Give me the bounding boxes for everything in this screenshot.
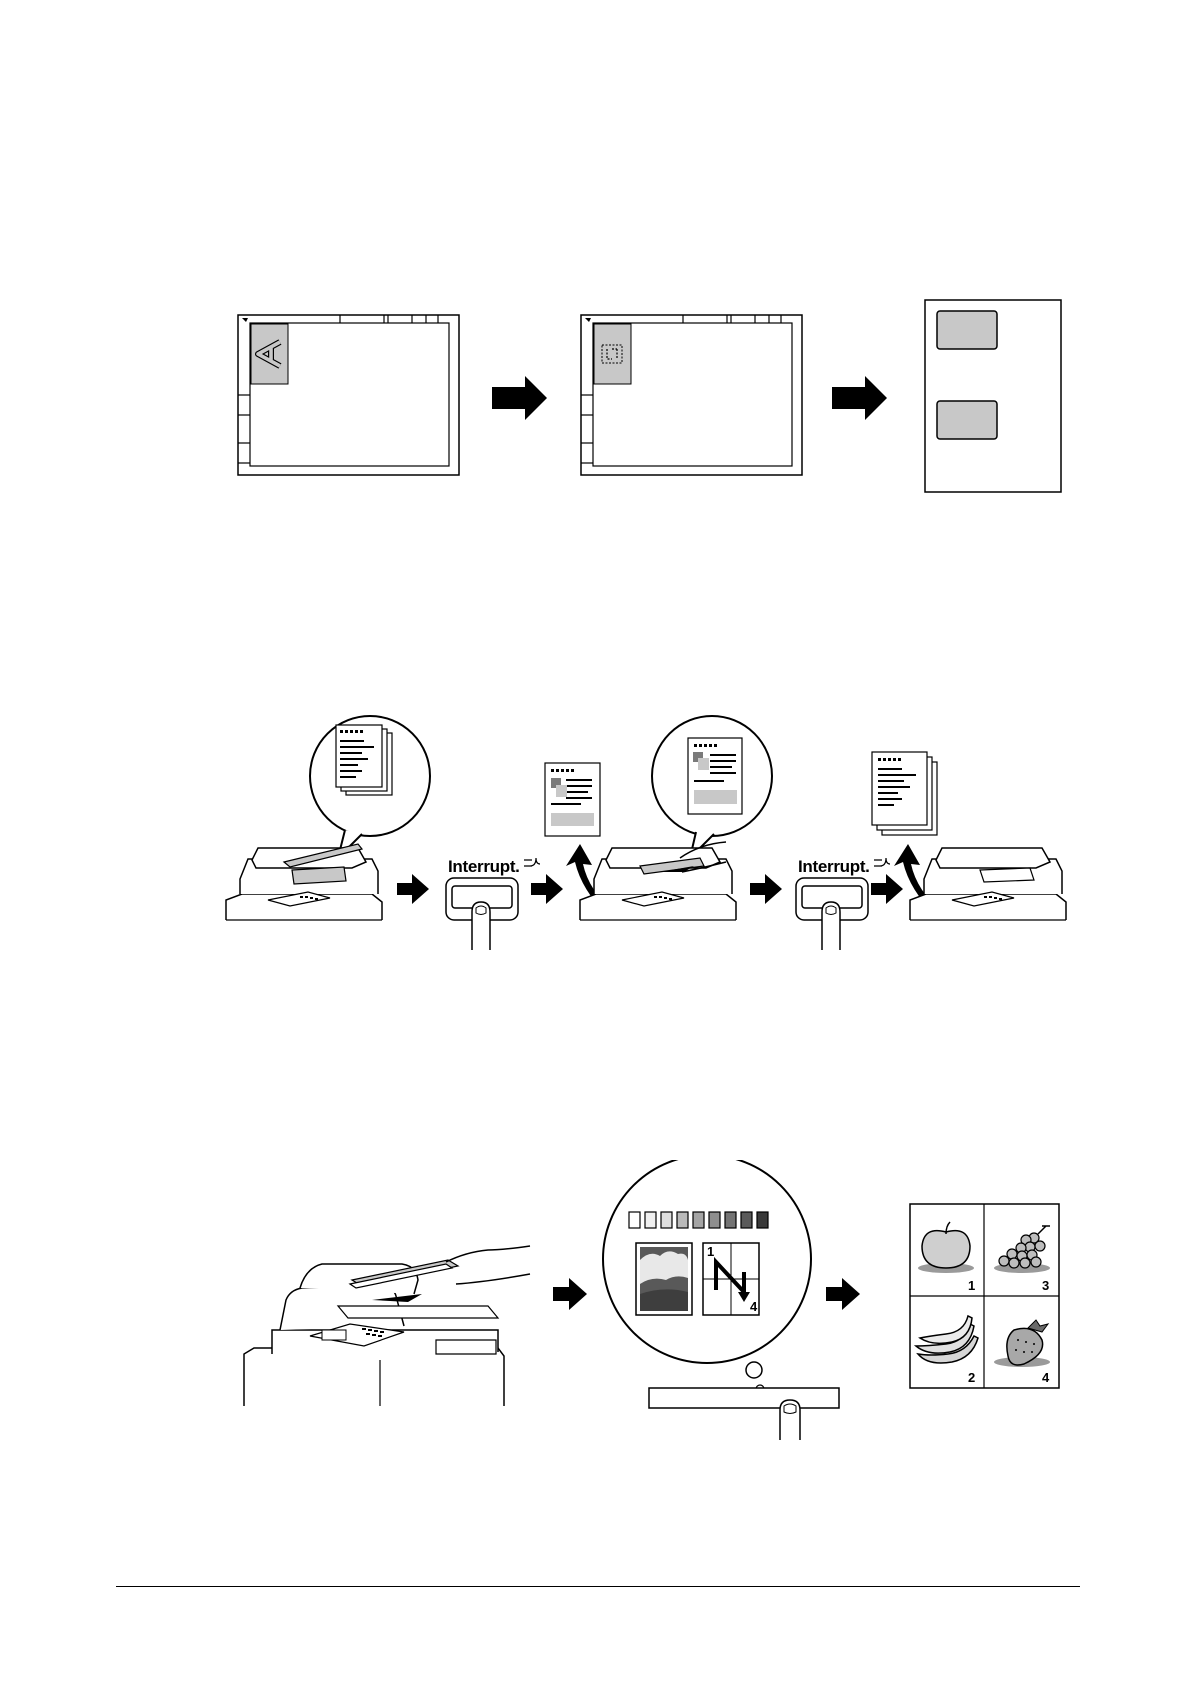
page-order-layout-icon: 1 4: [703, 1243, 759, 1315]
arrow-right-icon: [492, 376, 547, 420]
finger-icon: [780, 1400, 800, 1440]
panel-number-2: 2: [968, 1370, 975, 1385]
control-panel-bar[interactable]: [649, 1388, 839, 1408]
speech-bubble-original-stack: [310, 716, 430, 858]
arrow-right-icon: [397, 874, 429, 904]
combined-output-sheet: 1 3 2 4: [910, 1204, 1059, 1388]
interrupt-button-label: Interrupt.: [798, 857, 870, 876]
platen-original: [238, 315, 459, 475]
arrow-right-icon: [832, 376, 887, 420]
speech-bubble-interrupt-original: [652, 716, 772, 858]
ejected-interrupt-copy: [545, 763, 600, 836]
footer-rule: [116, 1586, 1080, 1587]
section-combine: 1 4 1 3: [0, 1160, 1191, 1440]
interrupt-button[interactable]: Interrupt.: [446, 857, 540, 920]
photo-original-icon: [636, 1243, 692, 1315]
finger-icon: [472, 902, 490, 950]
finger-icon: [822, 902, 840, 950]
section-image-repeat: [0, 0, 1191, 520]
layout-number-bottom: 4: [750, 1299, 758, 1314]
mfp-resumed-icon: [910, 848, 1066, 920]
arrow-right-icon: [871, 874, 903, 904]
arrow-right-icon: [826, 1278, 860, 1310]
section-interrupt: Interrupt.: [0, 700, 1191, 970]
layout-number-top: 1: [707, 1244, 714, 1259]
thought-bubble-settings: 1 4: [603, 1160, 811, 1393]
panel-number-3: 3: [1042, 1278, 1049, 1293]
mfp-loading-originals-icon: [244, 1246, 530, 1406]
arrow-right-icon: [750, 874, 782, 904]
platen-scanned: [581, 315, 802, 475]
mfp-loading-interrupt-icon: [580, 842, 736, 920]
arrow-right-icon: [553, 1278, 587, 1310]
ejected-resumed-copies: [872, 752, 937, 835]
scanned-area: [594, 324, 631, 384]
panel-number-1: 1: [968, 1278, 975, 1293]
arrow-right-icon: [531, 874, 563, 904]
interrupt-button-label: Interrupt.: [448, 857, 520, 876]
panel-number-4: 4: [1042, 1370, 1050, 1385]
output-sheet-repeated: [925, 300, 1061, 492]
density-swatches: [629, 1212, 768, 1228]
mfp-with-original-icon: [226, 844, 382, 920]
